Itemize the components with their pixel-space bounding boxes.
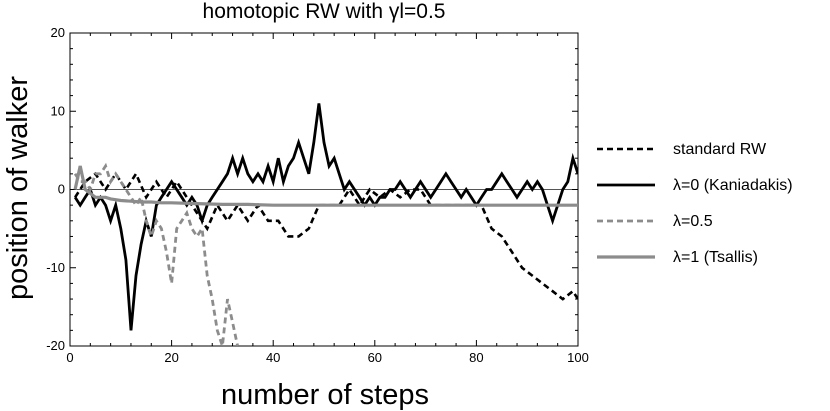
- y-axis-label: position of walker: [2, 76, 34, 300]
- axis-ticks: [69, 32, 579, 347]
- x-tick-label: 0: [66, 350, 73, 365]
- y-tick-label: 10: [51, 103, 65, 118]
- series-line-3: [73, 162, 239, 346]
- series-line-2: [73, 103, 578, 331]
- x-axis-label: number of steps: [221, 379, 429, 411]
- series-line-4: [73, 165, 578, 207]
- series-lines: [73, 103, 578, 346]
- legend-label-3: λ=0.5: [673, 213, 713, 230]
- legend-label-4: λ=1 (Tsallis): [673, 249, 758, 266]
- y-tick-label: -10: [46, 260, 65, 275]
- x-tick-label: 100: [567, 350, 589, 365]
- legend-label-1: standard RW: [673, 141, 767, 158]
- series-line-1: [74, 171, 578, 301]
- chart-title: homotopic RW with γl=0.5: [203, 0, 446, 23]
- y-tick-label: -20: [46, 338, 65, 353]
- x-tick-label: 20: [164, 350, 178, 365]
- legend: standard RW λ=0 (Kaniadakis) λ=0.5 λ=1 (Tsa…: [597, 141, 793, 266]
- legend-label-2: λ=0 (Kaniadakis): [673, 177, 793, 194]
- tick-labels: 0 20 40 60 80 100 -20 -10 0 10 20: [46, 25, 589, 365]
- y-tick-label: 20: [51, 25, 65, 40]
- x-tick-label: 40: [266, 350, 280, 365]
- y-tick-label: 0: [58, 182, 65, 197]
- x-tick-label: 80: [469, 350, 483, 365]
- x-tick-label: 60: [368, 350, 382, 365]
